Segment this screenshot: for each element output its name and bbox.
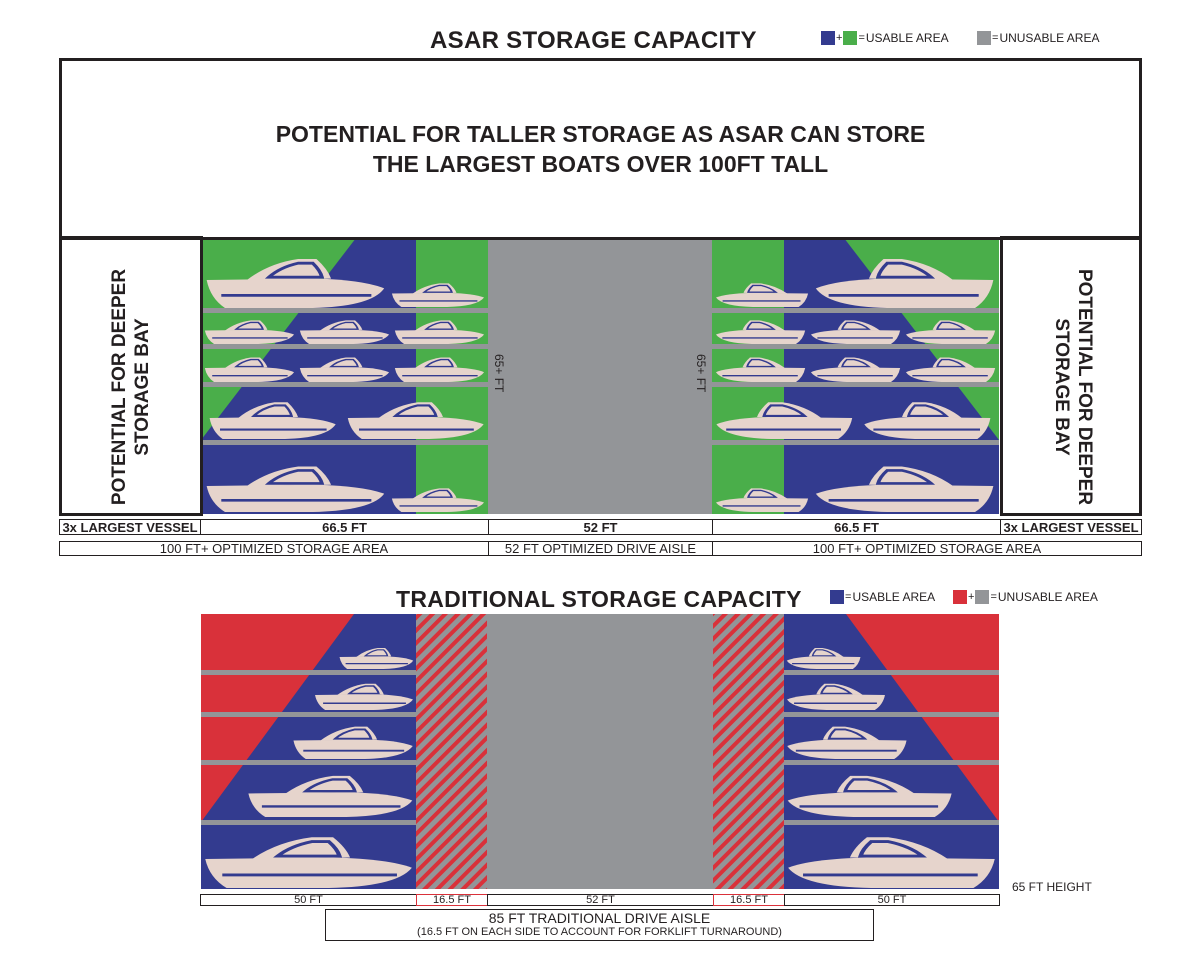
gray-swatch-icon	[975, 590, 990, 604]
boat-icon	[293, 726, 413, 759]
boat-icon	[204, 357, 295, 382]
asar-dim-right-rack: 66.5 FT	[712, 519, 1001, 535]
boat-icon	[339, 648, 414, 669]
trad-height-label: 65 FT HEIGHT	[1012, 880, 1092, 894]
boat-icon	[815, 259, 994, 308]
boat-icon	[715, 320, 806, 344]
boat-icon	[206, 466, 385, 512]
traditional-legend-unusable-label: UNUSABLE AREA	[997, 590, 1098, 604]
potential-taller-line-2: THE LARGEST BOATS OVER 100FT TALL	[372, 151, 829, 177]
trad-dim-left-turn: 16.5 FT	[416, 894, 488, 906]
trad-dim-left-rack: 50 FT	[200, 894, 417, 906]
traditional-shelves	[201, 670, 999, 825]
boat-icon	[787, 775, 952, 817]
potential-deeper-bay-right: POTENTIAL FOR DEEPER STORAGE BAY	[1000, 236, 1142, 516]
asar-area-right: 100 FT+ OPTIMIZED STORAGE AREA	[712, 541, 1142, 556]
asar-dim-aisle: 52 FT	[488, 519, 713, 535]
asar-shelves	[201, 308, 999, 445]
green-swatch-icon	[843, 31, 858, 45]
asar-area-aisle: 52 FT OPTIMIZED DRIVE AISLE	[488, 541, 713, 556]
potential-taller-line-1: POTENTIAL FOR TALLER STORAGE AS ASAR CAN…	[275, 121, 926, 147]
traditional-title: TRADITIONAL STORAGE CAPACITY	[396, 586, 802, 612]
asar-height-label-left: 65+ FT	[492, 354, 506, 393]
boat-icon	[394, 320, 485, 344]
traditional-legend-unusable: + = UNUSABLE AREA	[953, 590, 1098, 604]
boat-icon	[810, 357, 901, 382]
boat-icon	[815, 466, 994, 512]
red-swatch-icon	[953, 590, 967, 604]
boat-icon	[248, 775, 413, 817]
boat-icon	[715, 488, 809, 512]
potential-deeper-left-line-2: STORAGE BAY	[132, 318, 153, 456]
traditional-legend-usable-label: USABLE AREA	[852, 590, 936, 604]
boat-icon	[391, 488, 485, 512]
potential-deeper-left-text: POTENTIAL FOR DEEPER STORAGE BAY	[108, 257, 154, 517]
potential-deeper-bay-left: POTENTIAL FOR DEEPER STORAGE BAY	[59, 236, 203, 516]
boat-icon	[810, 320, 901, 344]
boat-icon	[787, 683, 885, 710]
left-forklift-turnaround-zone	[416, 614, 487, 889]
traditional-drive-aisle	[487, 614, 713, 889]
asar-dim-left-rack: 66.5 FT	[200, 519, 489, 535]
boat-icon	[716, 402, 853, 439]
asar-height-label-right: 65+ FT	[694, 354, 708, 393]
potential-deeper-right-line-2: STORAGE BAY	[1051, 318, 1072, 456]
potential-deeper-right-text: POTENTIAL FOR DEEPER STORAGE BAY	[1050, 257, 1096, 517]
boat-icon	[204, 320, 295, 344]
asar-area-left: 100 FT+ OPTIMIZED STORAGE AREA	[59, 541, 489, 556]
trad-aisle-box: 85 FT TRADITIONAL DRIVE AISLE (16.5 FT O…	[325, 909, 874, 941]
potential-deeper-right-line-1: POTENTIAL FOR DEEPER	[1074, 268, 1095, 506]
blue-swatch-icon	[830, 590, 844, 604]
boat-icon	[394, 357, 485, 382]
boat-icon	[786, 648, 861, 669]
boat-icon	[715, 357, 806, 382]
asar-dim-right-vessel: 3x LARGEST VESSEL	[1000, 519, 1142, 535]
boat-icon	[787, 726, 907, 759]
boat-icon	[347, 402, 484, 439]
boat-icon	[299, 320, 390, 344]
asar-drive-aisle	[488, 238, 712, 514]
boat-icons	[204, 259, 996, 888]
boat-icon	[299, 357, 390, 382]
boat-icon	[391, 283, 485, 307]
asar-legend-unusable: = UNUSABLE AREA	[977, 31, 1099, 45]
boat-icon	[715, 283, 809, 307]
boat-icon	[905, 357, 996, 382]
asar-title: ASAR STORAGE CAPACITY	[430, 27, 757, 54]
boat-icon	[206, 259, 385, 308]
asar-legend-usable-label: USABLE AREA	[865, 31, 949, 45]
blue-swatch-icon	[821, 31, 835, 45]
boat-icon	[205, 837, 412, 888]
asar-legend-unusable-label: UNUSABLE AREA	[999, 31, 1100, 45]
boat-icon	[209, 402, 336, 439]
trad-dim-right-rack: 50 FT	[784, 894, 1000, 906]
asar-legend-usable: + = USABLE AREA	[821, 31, 949, 45]
boat-icon	[788, 837, 995, 888]
trad-aisle-title: 85 FT TRADITIONAL DRIVE AISLE	[488, 910, 711, 926]
boat-icon	[864, 402, 991, 439]
trad-dim-right-turn: 16.5 FT	[713, 894, 785, 906]
trad-aisle-note: (16.5 FT ON EACH SIDE TO ACCOUNT FOR FOR…	[417, 926, 782, 938]
right-forklift-turnaround-zone	[713, 614, 784, 889]
boat-icon	[905, 320, 996, 344]
traditional-legend-usable: = USABLE AREA	[830, 590, 935, 604]
gray-swatch-icon	[977, 31, 991, 45]
asar-dim-left-vessel: 3x LARGEST VESSEL	[59, 519, 201, 535]
boat-icon	[315, 683, 413, 710]
potential-taller-storage-box: POTENTIAL FOR TALLER STORAGE AS ASAR CAN…	[59, 58, 1142, 240]
potential-deeper-left-line-1: POTENTIAL FOR DEEPER	[109, 268, 130, 506]
trad-dim-aisle: 52 FT	[487, 894, 714, 906]
